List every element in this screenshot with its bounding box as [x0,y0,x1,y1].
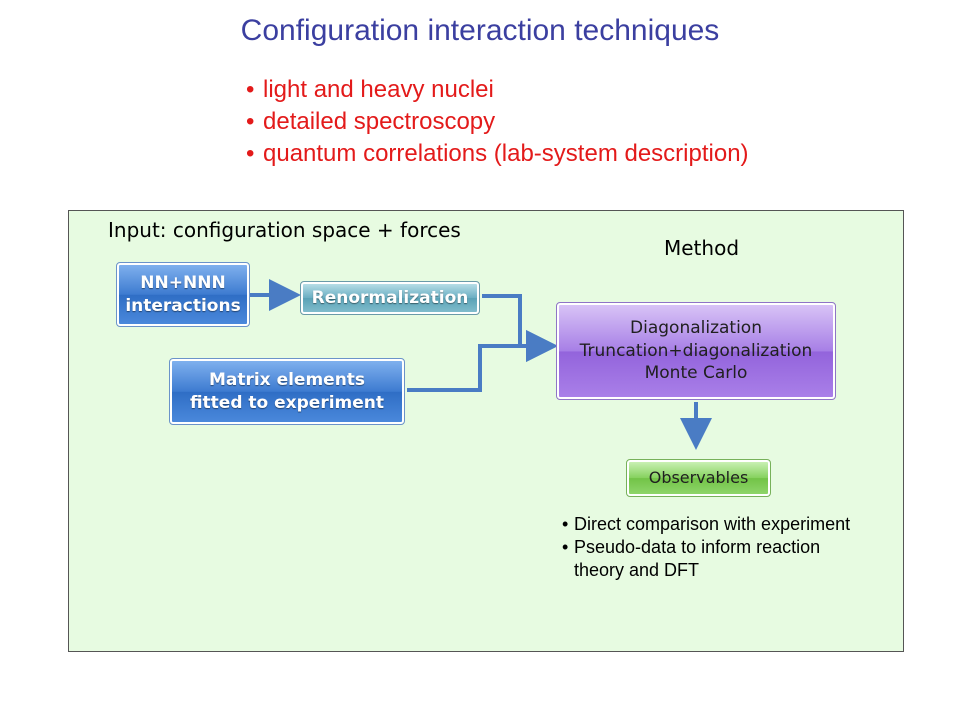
box-line: interactions [125,295,241,316]
method-label: Method [664,236,740,260]
nn-nnn-interactions-box: NN+NNN interactions [116,262,250,327]
bullet-item: light and heavy nuclei [246,74,749,106]
box-line: Monte Carlo [644,363,748,384]
method-box: Diagonalization Truncation+diagonalizati… [556,302,836,400]
renormalization-box: Renormalization [300,281,480,315]
observables-box: Observables [626,459,771,497]
box-line: Truncation+diagonalization [579,340,813,361]
top-bullet-list: light and heavy nuclei detailed spectros… [246,74,749,170]
box-line: Matrix elements [208,369,366,390]
arrow-matrix-to-method [407,330,558,392]
box-line: NN+NNN [140,272,226,293]
bullet-item: detailed spectroscopy [246,106,749,138]
box-line: Renormalization [311,287,469,308]
box-line: fitted to experiment [189,392,385,413]
matrix-elements-box: Matrix elements fitted to experiment [169,358,405,425]
bullet-item: Direct comparison with experiment [562,513,862,536]
arrow-renorm-to-method [482,294,558,362]
box-line: Observables [648,468,749,488]
bullet-item: Pseudo-data to inform reaction theory an… [562,536,862,582]
observables-bullet-list: Direct comparison with experiment Pseudo… [562,513,862,582]
slide-title: Configuration interaction techniques [240,14,720,47]
input-label: Input: configuration space + forces [108,218,461,242]
box-line: Diagonalization [630,317,762,338]
bullet-item: quantum correlations (lab-system descrip… [246,138,749,170]
